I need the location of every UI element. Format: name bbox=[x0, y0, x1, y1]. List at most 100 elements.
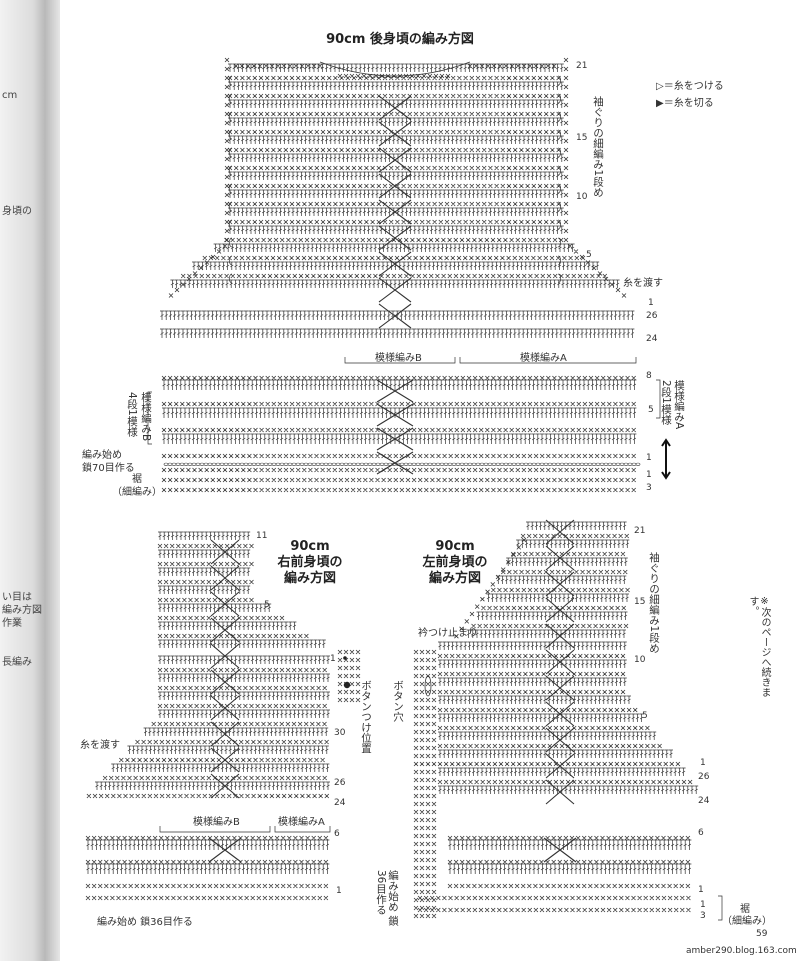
back-edge bbox=[563, 102, 569, 108]
right-front-row bbox=[158, 531, 251, 540]
left-front-band-row bbox=[413, 857, 437, 863]
left-front-row bbox=[438, 713, 644, 722]
back-lower-row bbox=[162, 433, 637, 444]
back-edge bbox=[224, 228, 230, 234]
pattern-a-bracket bbox=[459, 357, 637, 364]
back-edge bbox=[563, 237, 569, 243]
continue-note: ※次のページへ続きます。 bbox=[747, 596, 770, 697]
row-number: 1 bbox=[698, 885, 704, 895]
back-edge bbox=[224, 156, 230, 162]
right-front-row bbox=[86, 793, 330, 799]
left-front-band-row bbox=[413, 817, 437, 823]
left-front-row bbox=[438, 785, 699, 794]
back-edge bbox=[224, 201, 230, 207]
left-front-row bbox=[438, 695, 631, 704]
back-start-note-2: 鎖70目作る bbox=[82, 463, 135, 474]
left-front-cable bbox=[545, 675, 575, 701]
right-front-row bbox=[157, 543, 254, 549]
right-front-row bbox=[157, 703, 327, 709]
left-front-band-row bbox=[413, 681, 437, 687]
back-turning-chain bbox=[557, 75, 562, 86]
right-front-row bbox=[151, 721, 327, 727]
back-turning-chain bbox=[557, 273, 562, 284]
back-row bbox=[228, 207, 564, 216]
back-armhole-note: 袖ぐりの細編み1段め bbox=[592, 96, 604, 198]
left-front-start-note: 編み始め 鎖36目作る bbox=[375, 870, 399, 926]
right-front-pattern-b-bracket bbox=[159, 826, 271, 833]
back-start-note: 編み始め bbox=[82, 450, 122, 461]
button-marker-icon bbox=[343, 656, 347, 660]
left-front-band-row bbox=[413, 825, 437, 831]
left-front-row bbox=[438, 659, 627, 668]
back-turning-chain bbox=[557, 129, 562, 140]
back-lower-row bbox=[162, 407, 637, 418]
left-front-hem bbox=[417, 895, 691, 901]
back-edge bbox=[563, 183, 569, 189]
back-lower-cable bbox=[376, 427, 414, 451]
back-lower-row bbox=[161, 375, 636, 381]
back-row bbox=[228, 153, 564, 162]
right-front-row bbox=[95, 781, 330, 790]
back-edge bbox=[563, 111, 569, 117]
back-edge bbox=[224, 66, 230, 72]
right-front-row bbox=[158, 655, 330, 664]
back-cable bbox=[378, 121, 412, 147]
back-armhole-right bbox=[567, 243, 627, 298]
back-cable bbox=[378, 173, 412, 199]
left-front-lower-row bbox=[447, 859, 691, 865]
back-turning-chain bbox=[228, 129, 233, 140]
left-front-row bbox=[438, 677, 627, 686]
left-front-band-row bbox=[413, 873, 437, 879]
row-number: 1 bbox=[646, 453, 652, 463]
right-repeat-bracket bbox=[656, 379, 661, 419]
right-front-row bbox=[111, 763, 330, 772]
right-front-cable bbox=[210, 669, 240, 695]
right-front-row bbox=[135, 739, 329, 745]
back-turning-chain bbox=[228, 165, 233, 176]
back-turning-chain bbox=[557, 111, 562, 122]
left-front-cable bbox=[545, 545, 575, 571]
right-front-cable bbox=[210, 617, 240, 643]
back-hem-row bbox=[161, 477, 636, 483]
row-number: 26 bbox=[646, 311, 658, 321]
left-front-band-row bbox=[413, 881, 437, 887]
back-row bbox=[228, 171, 564, 180]
left-front-band-row bbox=[413, 841, 437, 847]
left-front-row bbox=[437, 725, 650, 731]
back-edge bbox=[563, 156, 569, 162]
row-number: 5 bbox=[586, 250, 592, 260]
row-number: 3 bbox=[646, 483, 652, 493]
back-edge bbox=[224, 57, 230, 63]
back-turning-chain bbox=[228, 147, 233, 158]
left-front-cable bbox=[545, 779, 575, 805]
row-number: 24 bbox=[334, 798, 346, 808]
back-turning-chain bbox=[228, 201, 233, 212]
back-turning-chain bbox=[228, 237, 233, 248]
left-front-band-row bbox=[413, 689, 437, 695]
right-front-lower-cable bbox=[208, 837, 242, 863]
left-front-lower-cable bbox=[543, 837, 577, 863]
back-turning-chain bbox=[557, 237, 562, 248]
left-front-hem bbox=[417, 907, 691, 913]
back-chart-title: 90cm 後身頃の編み方図 bbox=[326, 32, 474, 47]
row-number: 1 bbox=[330, 654, 336, 664]
left-front-band-row bbox=[413, 833, 437, 839]
right-front-row bbox=[158, 603, 272, 612]
left-front-band-row bbox=[413, 769, 437, 775]
left-front-band-row bbox=[413, 889, 437, 895]
row-number: 8 bbox=[646, 371, 652, 381]
right-front-title: 90cm 右前身頃の 編み方図 bbox=[277, 539, 343, 586]
back-lower-row bbox=[161, 427, 636, 433]
prev-page-text: 編み方図 bbox=[2, 605, 42, 616]
left-front-band-row bbox=[413, 705, 437, 711]
left-front-band-row bbox=[413, 721, 437, 727]
back-row bbox=[228, 225, 564, 234]
back-edge bbox=[563, 165, 569, 171]
left-front-neck-edge bbox=[454, 537, 527, 639]
left-front-band-row bbox=[413, 737, 437, 743]
left-front-row bbox=[437, 761, 681, 767]
back-cable bbox=[378, 199, 412, 225]
back-turning-chain bbox=[557, 201, 562, 212]
back-turning-chain bbox=[228, 219, 233, 230]
